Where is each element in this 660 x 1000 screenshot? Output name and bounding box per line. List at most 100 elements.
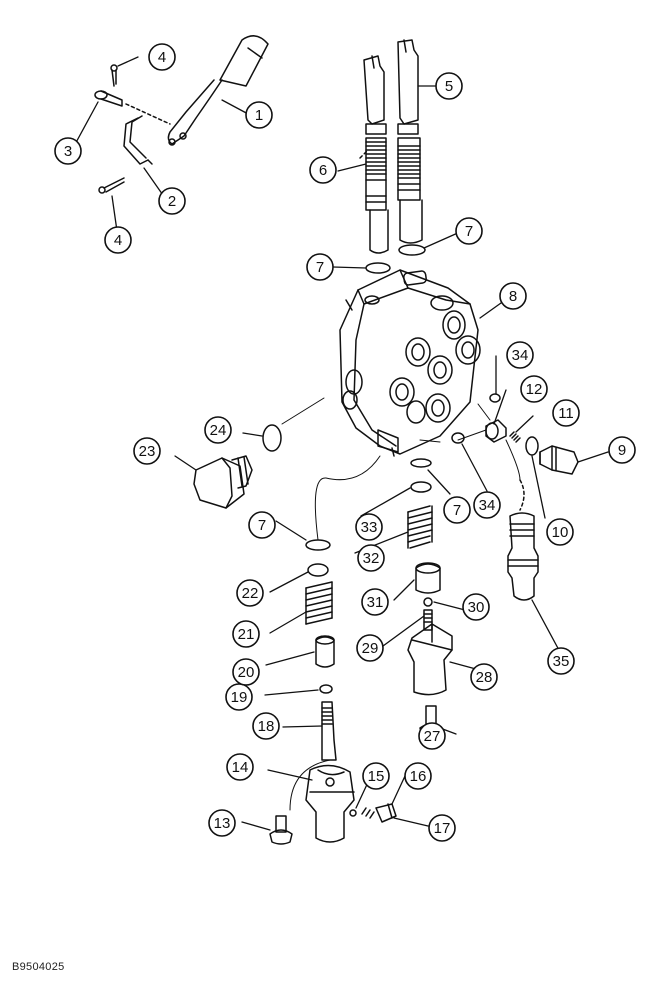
end-cap-right xyxy=(407,623,453,696)
o-ring-bottom xyxy=(410,458,432,468)
callout-4-cotter-pin-upper: 4 xyxy=(148,43,176,71)
callout-10-o-ring-plug: 10 xyxy=(546,518,574,546)
callout-number: 2 xyxy=(168,193,176,210)
callout-number: 14 xyxy=(232,759,249,776)
callout-number: 9 xyxy=(618,442,626,459)
o-ring-plug xyxy=(525,436,539,456)
callout-circle xyxy=(248,511,276,539)
callout-circle xyxy=(428,814,456,842)
callout-circle xyxy=(232,658,260,686)
callout-17-detent-plug: 17 xyxy=(428,814,456,842)
callout-number: 8 xyxy=(509,288,517,305)
callout-29-bolt-small: 29 xyxy=(356,634,384,662)
callout-circle xyxy=(361,588,389,616)
pin xyxy=(94,90,171,125)
washer-right xyxy=(423,597,433,607)
callout-circle xyxy=(226,753,254,781)
callout-number: 34 xyxy=(479,497,496,514)
callout-number: 22 xyxy=(242,585,259,602)
callout-circle xyxy=(252,712,280,740)
callout-circle xyxy=(245,101,273,129)
callout-23-plug-large: 23 xyxy=(133,437,161,465)
callout-4-cotter-pin-lower: 4 xyxy=(104,226,132,254)
spacer xyxy=(315,635,335,668)
spring-detent xyxy=(361,807,375,819)
callout-circle xyxy=(404,762,432,790)
callout-circle xyxy=(362,762,390,790)
callout-19-washer-small: 19 xyxy=(225,683,253,711)
callout-20-spacer: 20 xyxy=(232,658,260,686)
o-ring-spool-left xyxy=(365,262,391,274)
callout-number: 20 xyxy=(238,664,255,681)
callout-circle xyxy=(462,593,490,621)
callout-circle xyxy=(357,544,385,572)
callout-circle xyxy=(499,282,527,310)
callout-number: 27 xyxy=(424,728,441,745)
callout-circle xyxy=(306,253,334,281)
callout-number: 21 xyxy=(238,626,255,643)
callout-number: 16 xyxy=(410,768,427,785)
callout-circle xyxy=(520,375,548,403)
callout-9-plug: 9 xyxy=(608,436,636,464)
callout-number: 18 xyxy=(258,718,275,735)
callout-32-spring-right: 32 xyxy=(357,544,385,572)
callout-number: 31 xyxy=(367,594,384,611)
end-cap-left xyxy=(305,764,355,843)
callout-7-o-ring-spool-left: 7 xyxy=(306,253,334,281)
callout-8-valve-body: 8 xyxy=(499,282,527,310)
callout-circle xyxy=(54,137,82,165)
callout-21-spring-left: 21 xyxy=(232,620,260,648)
spring-right xyxy=(407,505,433,549)
callout-circle xyxy=(204,416,232,444)
callout-number: 6 xyxy=(319,162,327,179)
assembly-lines xyxy=(281,397,521,811)
plug-large xyxy=(193,455,253,509)
callout-28-end-cap-right: 28 xyxy=(470,663,498,691)
callout-number: 7 xyxy=(258,517,266,534)
callout-number: 7 xyxy=(316,259,324,276)
callout-12-poppet: 12 xyxy=(520,375,548,403)
callout-14-end-cap-left: 14 xyxy=(226,753,254,781)
callout-30-washer-right: 30 xyxy=(462,593,490,621)
callout-number: 10 xyxy=(552,524,569,541)
callout-leaders xyxy=(72,56,609,831)
o-ring-spool-right xyxy=(398,244,426,256)
callout-number: 11 xyxy=(558,405,574,422)
callout-number: 4 xyxy=(158,49,166,66)
callout-circle xyxy=(435,72,463,100)
valve-body xyxy=(339,269,481,457)
callout-number: 30 xyxy=(468,599,485,616)
callout-number: 33 xyxy=(361,519,378,536)
callout-circle xyxy=(443,496,471,524)
callout-circle xyxy=(418,722,446,750)
relief-valve xyxy=(507,479,539,601)
callout-5-spool-right: 5 xyxy=(435,72,463,100)
callout-number: 12 xyxy=(526,381,543,398)
callout-number: 17 xyxy=(434,820,451,837)
callout-7-o-ring-spool-right: 7 xyxy=(455,217,483,245)
callout-24-o-ring-large: 24 xyxy=(204,416,232,444)
callout-3-pin: 3 xyxy=(54,137,82,165)
callout-number: 4 xyxy=(114,232,122,249)
callout-11-spring-small: 11 xyxy=(552,399,580,427)
callout-circle xyxy=(355,513,383,541)
callout-33-spring-seat-right: 33 xyxy=(355,513,383,541)
spring-left xyxy=(305,581,333,625)
callout-number: 15 xyxy=(368,768,385,785)
washer-small xyxy=(319,684,333,694)
callout-circle xyxy=(208,809,236,837)
spool-bolt xyxy=(321,701,337,761)
callout-number: 7 xyxy=(453,502,461,519)
callout-27-cap-screw-right: 27 xyxy=(418,722,446,750)
callout-circle xyxy=(608,436,636,464)
callout-number: 23 xyxy=(139,443,156,460)
callout-number: 19 xyxy=(231,689,248,706)
callout-18-spool-bolt: 18 xyxy=(252,712,280,740)
o-ring-large xyxy=(262,424,282,452)
callout-circle xyxy=(133,437,161,465)
callout-circle xyxy=(236,579,264,607)
spring-small xyxy=(509,431,521,443)
cotter-pin-lower xyxy=(98,177,125,194)
callout-circle xyxy=(356,634,384,662)
